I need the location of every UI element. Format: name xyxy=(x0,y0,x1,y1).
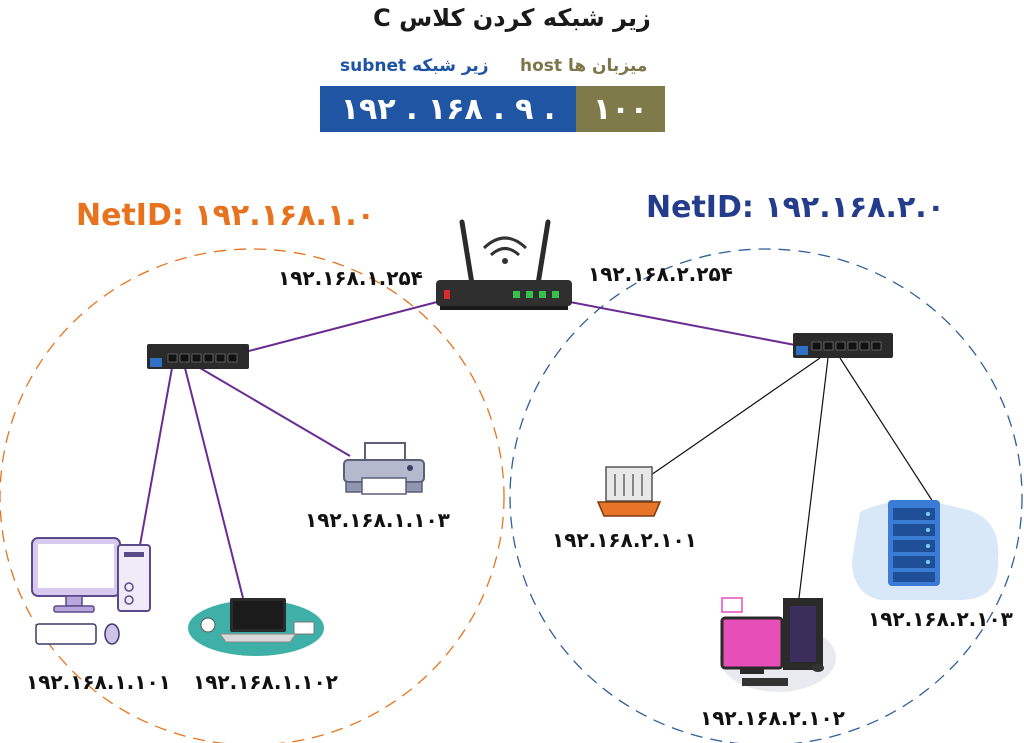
desktop-pc-icon xyxy=(31,537,151,645)
router-icon xyxy=(436,219,572,310)
ip-host-part: ۱۰۰ xyxy=(576,86,665,132)
ip-address-bar: ۱۹۲ . ۱۶۸ . ۹ . ۱۰۰ xyxy=(320,86,665,132)
right-laptop-ip: ۱۹۲.۱۶۸.۲.۱۰۱ xyxy=(552,528,697,552)
printer-icon xyxy=(343,442,425,495)
workstation-icon xyxy=(720,597,836,692)
left-printer-ip: ۱۹۲.۱۶۸.۱.۱۰۳ xyxy=(305,508,450,532)
purple-links xyxy=(139,301,796,599)
black-links xyxy=(650,357,936,599)
server-icon xyxy=(852,500,999,600)
left-netid: NetID: ۱۹۲.۱۶۸.۱.۰ xyxy=(76,198,375,233)
right-server-ip: ۱۹۲.۱۶۸.۲.۱۰۳ xyxy=(868,607,1013,631)
left-subnet-boundary xyxy=(0,248,505,743)
left-laptop-ip: ۱۹۲.۱۶۸.۱.۱۰۲ xyxy=(193,670,338,694)
right-gateway-ip: ۱۹۲.۱۶۸.۲.۲۵۴ xyxy=(588,262,733,286)
left-gateway-ip: ۱۹۲.۱۶۸.۱.۲۵۴ xyxy=(278,266,423,290)
ip-network-part: ۱۹۲ . ۱۶۸ . ۹ . xyxy=(320,86,576,132)
right-workstation-ip: ۱۹۲.۱۶۸.۲.۱۰۲ xyxy=(700,706,845,730)
host-label: میزبان ها host xyxy=(520,56,648,76)
right-netid: NetID: ۱۹۲.۱۶۸.۲.۰ xyxy=(646,190,945,225)
left-laptop-icon xyxy=(188,598,324,656)
subnet-label: زیر شبکه subnet xyxy=(340,56,489,76)
right-laptop-icon xyxy=(596,466,662,517)
left-pc-ip: ۱۹۲.۱۶۸.۱.۱۰۱ xyxy=(26,670,171,694)
right-subnet-boundary xyxy=(509,248,1023,743)
left-switch-icon xyxy=(147,344,249,369)
right-switch-icon xyxy=(793,333,893,358)
page-title: زیر شبکه کردن کلاس C xyxy=(373,4,651,32)
